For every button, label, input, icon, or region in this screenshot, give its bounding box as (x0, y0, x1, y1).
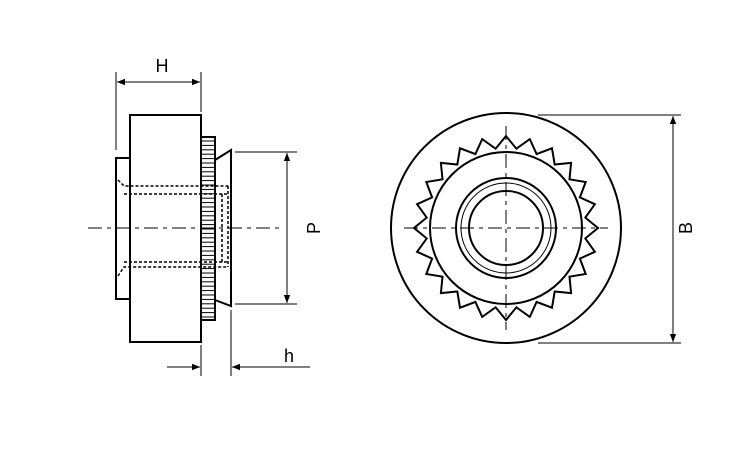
dimension-h: h (167, 310, 310, 376)
hidden-thread-lines (117, 179, 229, 277)
outer-circle (390, 112, 622, 344)
dimension-P: P (235, 151, 324, 305)
dimension-label-H: H (156, 56, 169, 76)
dimension-B: B (538, 114, 696, 344)
dimension-label-P: P (304, 222, 324, 234)
dimension-H: H (115, 56, 202, 150)
front-view (390, 112, 622, 344)
serration-profile (412, 134, 600, 322)
knurl-teeth (201, 140, 215, 318)
side-view (88, 114, 282, 343)
dimension-label-h: h (284, 346, 294, 366)
dimension-label-B: B (676, 222, 696, 234)
